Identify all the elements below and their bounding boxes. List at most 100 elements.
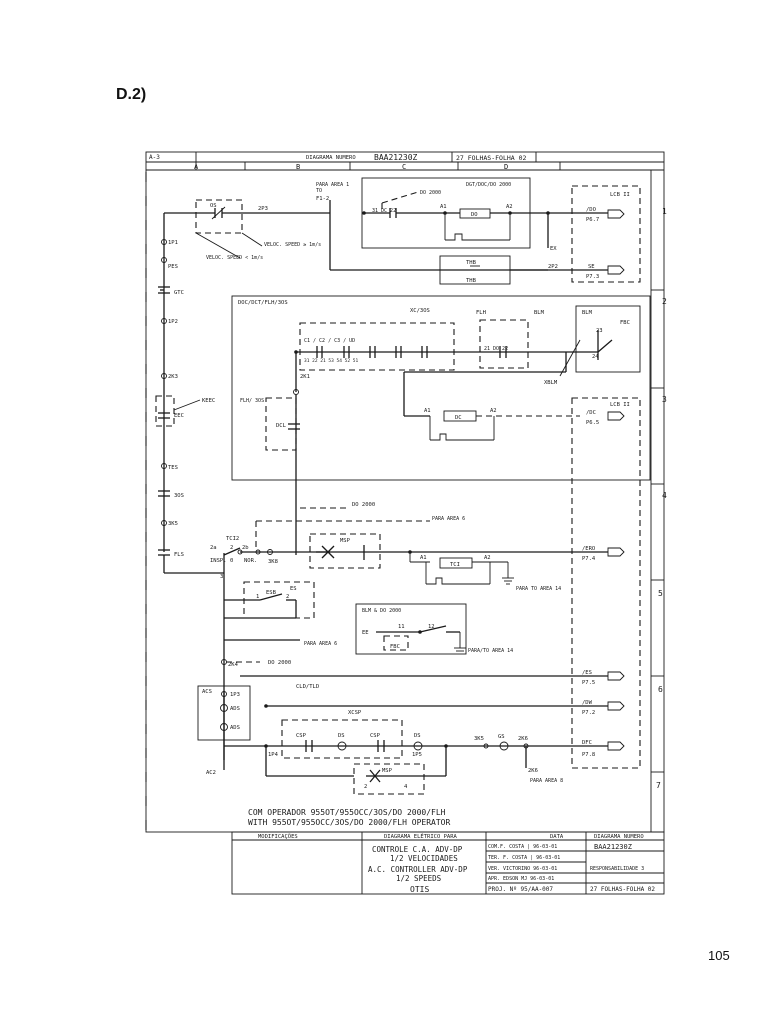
note-line-2: WITH 955OT/955OCC/3OS/DO 2000/FLH OPERAT…: [248, 818, 450, 827]
nor-label: NOR.: [244, 558, 257, 564]
gtc-label: GTC: [174, 290, 184, 296]
lcb2-top: LCB II /DO P6.7 SE P7.3: [571, 185, 641, 283]
sig-es: /ES: [582, 670, 592, 676]
row-label-7: 7: [656, 781, 661, 790]
tb-title-pt: CONTROLE C.A. ADV-DP: [372, 845, 463, 854]
veloc-speed-high: VELOC. SPEED ≥ 1m/s: [264, 242, 321, 248]
tes-label: TES: [168, 465, 178, 471]
sig-ero-pin: P7.4: [582, 556, 596, 562]
sig-dw-pin: P7.2: [582, 710, 595, 716]
1p5-label: 1P5: [412, 752, 422, 758]
msp-label-1: MSP: [340, 538, 351, 544]
page-heading: D.2): [116, 86, 147, 103]
safety-chain-labels: OS 2P3 VELOC. SPEED ≥ 1m/s VELOC. SPEED …: [168, 203, 321, 558]
diagram-number-label: DIAGRAMA NUMERO: [306, 155, 356, 161]
column-label-b: B: [296, 163, 300, 171]
row-label-1: 1: [662, 207, 667, 216]
para-area1-label: PARA AREA 1: [316, 182, 349, 188]
tb-title-en: A.C. CONTROLLER ADV-DP: [368, 865, 468, 874]
n23-label: 23: [596, 328, 603, 334]
msp-n2-label: 2: [364, 784, 367, 790]
sig-se: SE: [588, 264, 595, 270]
2k4-label: 2K4: [228, 662, 239, 668]
tb-sheet: 27 FOLHAS-FOLHA 02: [590, 886, 655, 893]
veloc-speed-low: VELOC. SPEED < 1m/s: [206, 255, 263, 261]
tb-checked: VER. VICTORINO 96-03-01: [488, 866, 557, 872]
a1-label-1: A1: [440, 204, 447, 210]
n2-label: 2: [230, 545, 233, 551]
k2k4-row: 2K4 DO 2000: [221, 659, 291, 668]
n12-label: 12: [428, 624, 435, 630]
tb-responsabilidade: RESPONSABILIDADE 3: [590, 866, 644, 872]
sig-se-pin: P7.3: [586, 274, 599, 280]
tb-data: DATA: [550, 834, 564, 840]
fls-label: FLS: [174, 552, 184, 558]
tci2-label: TCI2: [226, 536, 239, 542]
to-label-1: TO: [316, 188, 322, 194]
3k8-label: 3K8: [268, 559, 278, 565]
sheet-id: A-3: [149, 154, 160, 161]
para-area8-label: PARA AREA 8: [530, 778, 563, 784]
es-block: ES ESB 1 2: [224, 581, 315, 619]
msp-label-2: MSP: [382, 768, 393, 774]
sheet-frame: [145, 151, 665, 833]
doc-dct-box: [231, 295, 651, 555]
2k6-label-1: 2K6: [518, 736, 528, 742]
row-label-5: 5: [658, 589, 663, 598]
cld-tld-label: CLD/TLD: [296, 684, 319, 690]
lcb2-middle: LCB II /DC P6.5: [571, 397, 641, 769]
contact-numbers: 31 22 21 53 54 52 51: [304, 358, 358, 364]
3k5-label-2: 3K5: [474, 736, 484, 742]
os-label: OS: [210, 203, 217, 209]
lcb2-label-1: LCB II: [610, 192, 630, 198]
column-label-a: A: [194, 163, 199, 171]
title-strip: A-3 DIAGRAMA NUMERO BAA21230Z 27 FOLHAS-…: [149, 153, 667, 790]
title-block: MODIFICAÇÕES DIAGRAMA ELÉTRICO PARA DATA…: [231, 831, 665, 895]
a2-label-1: A2: [506, 204, 513, 210]
c-contacts-label: C1 / C2 / C3 / UD: [304, 338, 355, 344]
sig-ero: /ERO: [582, 546, 595, 552]
n1-label: 1: [256, 594, 259, 600]
ads-label-2: ADS: [230, 725, 240, 731]
eec-label: EEC: [174, 413, 184, 419]
blm-do2000-box: BLM & DO 2000 EE 11 12 FBC PARA/TO AREA …: [224, 603, 513, 655]
csp-label-2: CSP: [370, 733, 381, 739]
para-to-area14-label: PARA/TO AREA 14: [468, 648, 513, 654]
tb-approved: APR. EDSON MJ 96-03-01: [488, 876, 554, 882]
sig-dfc-pin: P7.8: [582, 752, 595, 758]
n2a-label: 2a: [210, 545, 217, 551]
column-label-d: D: [504, 163, 508, 171]
dc-coil-label: DC: [455, 415, 462, 421]
column-label-c: C: [402, 163, 406, 171]
xblm-label: XBLM: [544, 380, 558, 386]
dgt-box-title: DGT/DOC/DO 2000: [466, 182, 511, 188]
doc-box-title: DOC/DCT/FLH/3OS: [238, 300, 288, 306]
inspection-row-labels: TCI2 2a 2 2b INSP. 0 NOR. 3K8 MSP A1 A2 …: [210, 536, 596, 592]
n0-label: 0: [230, 558, 233, 564]
2k1-label: 2K1: [300, 374, 310, 380]
xcsp-label: XCSP: [348, 710, 362, 716]
a2-label-2: A2: [490, 408, 497, 414]
do-coil-label: DO: [471, 212, 478, 218]
do2000-label-2: DO 2000: [352, 502, 375, 508]
es-label: ES: [290, 586, 297, 592]
do2000-label-1: DO 2000: [420, 190, 441, 196]
f1-2-label: F1-2: [316, 196, 329, 202]
msp-n4-label: 4: [404, 784, 408, 790]
ac2-label: AC2: [206, 770, 216, 776]
tb-diagrama-numero: DIAGRAMA NUMERO: [594, 834, 644, 840]
door-lines: CLD/TLD /ES P7.5 /DW P7.2: [240, 670, 625, 716]
row-label-6: 6: [658, 685, 663, 694]
do2000-label-3: DO 2000: [268, 660, 291, 666]
row-label-3: 3: [662, 395, 667, 404]
para-area6-label-1: PARA AREA 6: [432, 516, 465, 522]
n2b-label: 2b: [242, 545, 249, 551]
3k5-label: 3K5: [168, 521, 178, 527]
lcb2-label-2: LCB II: [610, 402, 630, 408]
tb-title-pt-2: 1/2 VELOCIDADES: [390, 854, 458, 863]
ds-label-1: DS: [338, 733, 345, 739]
do2000-link: DO 2000 PARA AREA 6: [255, 502, 465, 550]
flh-3os-label: FLH/ 3OS: [240, 398, 264, 404]
2p2-label: 2P2: [548, 264, 558, 270]
sheet-info: 27 FOLHAS-FOLHA 02: [456, 154, 527, 162]
